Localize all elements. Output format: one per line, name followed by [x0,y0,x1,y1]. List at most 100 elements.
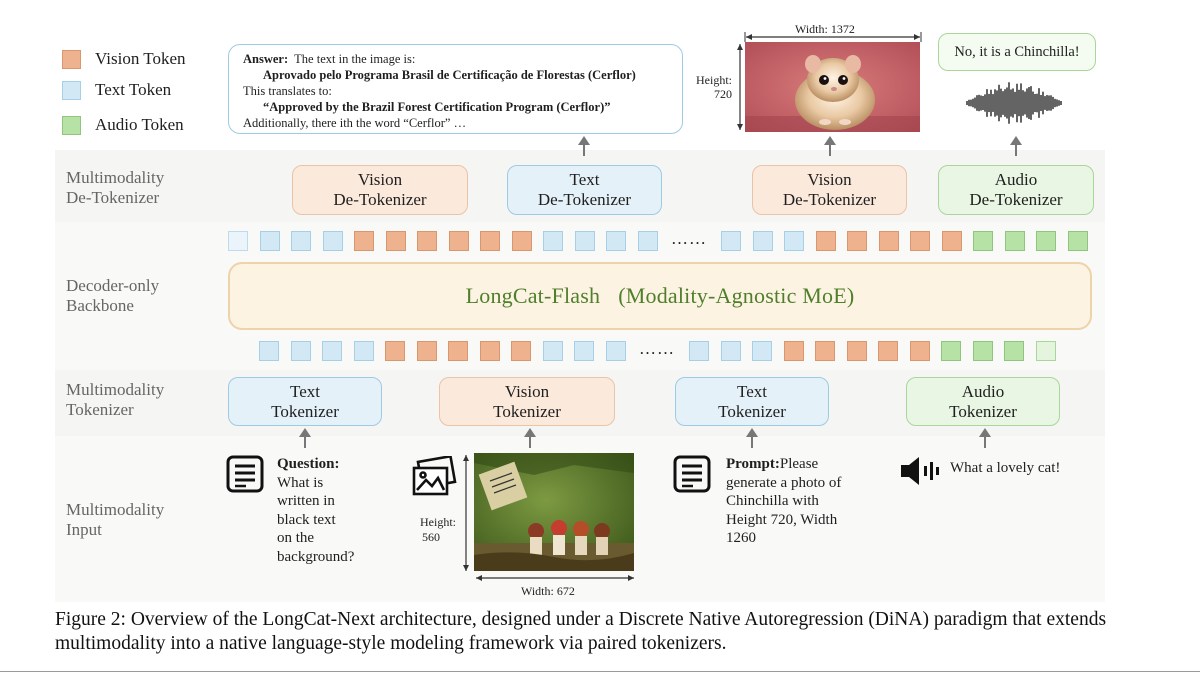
vision-token [941,231,962,251]
text-token [637,231,658,251]
ellipsis: …… [671,229,707,248]
text-token [606,231,626,251]
vision-token [416,341,437,361]
detok-1-line2: De-Tokenizer [333,190,427,209]
input-image-width-label: Width: 672 [521,584,575,598]
detok-4-line1: Audio [994,170,1038,189]
vision-detokenizer-1: Vision De-Tokenizer [292,165,468,215]
arrow-up-text-tokenizer-2 [746,428,758,448]
tok-2-line2: Tokenizer [493,401,561,421]
audio-token [973,231,993,251]
vision-token [878,341,898,361]
arrow-up-vision-tokenizer [524,428,536,448]
arrow-up-audio-output [1010,136,1022,156]
vision-token [417,231,437,251]
audio-token [1004,341,1024,361]
vision-token [909,341,930,361]
vision-token [511,231,532,251]
legend-audio: Audio Token [62,115,184,135]
text-token [752,231,773,251]
row-label-input: Multimodality Input [66,500,165,539]
text-token [322,341,342,361]
text-token [574,231,595,251]
tok-4-line2: Tokenizer [949,401,1017,421]
answer-line2: Aprovado pelo Programa Brasil de Certifi… [263,68,636,82]
backbone-subtitle: (Modality-Agnostic MoE) [618,283,855,308]
audio-token [1004,231,1025,251]
generated-height-value: 720 [714,87,732,101]
bottom-rule [0,671,1200,672]
audio-output-text: No, it is a Chinchilla! [954,43,1080,60]
document-icon [673,455,711,493]
detok-2-line1: Text [569,170,600,189]
vision-token [878,231,899,251]
vision-token [480,231,500,251]
legend-vision-label: Vision Token [95,49,186,68]
vision-token [354,231,374,251]
text-token [259,341,279,361]
text-token [291,231,311,251]
document-icon [226,455,264,493]
text-token [543,231,563,251]
vision-token [385,231,406,251]
generated-height-arrow [737,44,743,130]
audio-token [1067,231,1088,251]
detok-1-line1: Vision [357,170,403,189]
detok-4-line2: De-Tokenizer [969,190,1063,209]
audio-token [941,341,961,361]
vision-token [385,341,405,361]
audio-token [972,341,993,361]
arrow-up-text-answer [578,136,590,156]
question-text: What is written in black text on the bac… [277,474,355,565]
vision-detokenizer-2: Vision De-Tokenizer [752,165,907,215]
vision-token [815,231,836,251]
generated-width-label: Width: 1372 [795,22,855,36]
vision-token [783,341,804,361]
audio-output-bubble: No, it is a Chinchilla! [938,33,1096,71]
question-block: Question: What is written in black text … [277,455,354,566]
text-token [322,231,343,251]
legend-audio-label: Audio Token [95,115,184,134]
generated-width-arrow [744,32,922,42]
audio-detokenizer: Audio De-Tokenizer [938,165,1094,215]
answer-line1: The text in the image is: [294,52,416,66]
audio-swatch [62,115,81,135]
input-image-height-arrow [463,455,469,571]
figure-caption: Figure 2: Overview of the LongCat-Next a… [55,609,1107,654]
vision-token [511,341,531,361]
vision-token [847,231,867,251]
arrow-up-vision-image [824,136,836,156]
tok-3-line1: Text [737,381,767,401]
prompt-rest: generate a photo of Chinchilla with Heig… [726,474,842,547]
prompt-text: Please [779,456,819,472]
legend-vision: Vision Token [62,49,186,69]
input-image-height-label: Height: [420,515,456,529]
text-token [353,341,374,361]
answer-line5: Additionally, there ith the word “Cerflo… [243,116,467,130]
tok-1-line2: Tokenizer [271,401,339,421]
vision-token [479,341,500,361]
legend-text-label: Text Token [95,80,172,99]
text-token [784,231,804,251]
vision-tokenizer: Vision Tokenizer [439,377,615,426]
audio-token [1036,231,1056,251]
answer-line4: “Approved by the Brazil Forest Certifica… [263,100,611,114]
vision-swatch [62,49,81,69]
vision-token [846,341,867,361]
text-token [290,341,311,361]
hamster-image [745,42,920,132]
question-label: Question: [277,456,340,472]
image-icon [412,456,457,496]
row-label-detokenizer: Multimodality De-Tokenizer [66,168,165,207]
backbone-box: LongCat-Flash (Modality-Agnostic MoE) [228,262,1092,330]
tok-4-line1: Audio [961,381,1005,401]
answer-bubble: Answer: The text in the image is: Aprova… [228,44,683,134]
text-token [605,341,626,361]
text-tokenizer-2: Text Tokenizer [675,377,829,426]
text-token [574,341,594,361]
input-image-height-value: 560 [422,530,440,544]
tok-2-line1: Vision [504,381,550,401]
arrow-up-audio-tokenizer [979,428,991,448]
text-token [720,341,741,361]
detok-3-line2: De-Tokenizer [782,190,877,209]
